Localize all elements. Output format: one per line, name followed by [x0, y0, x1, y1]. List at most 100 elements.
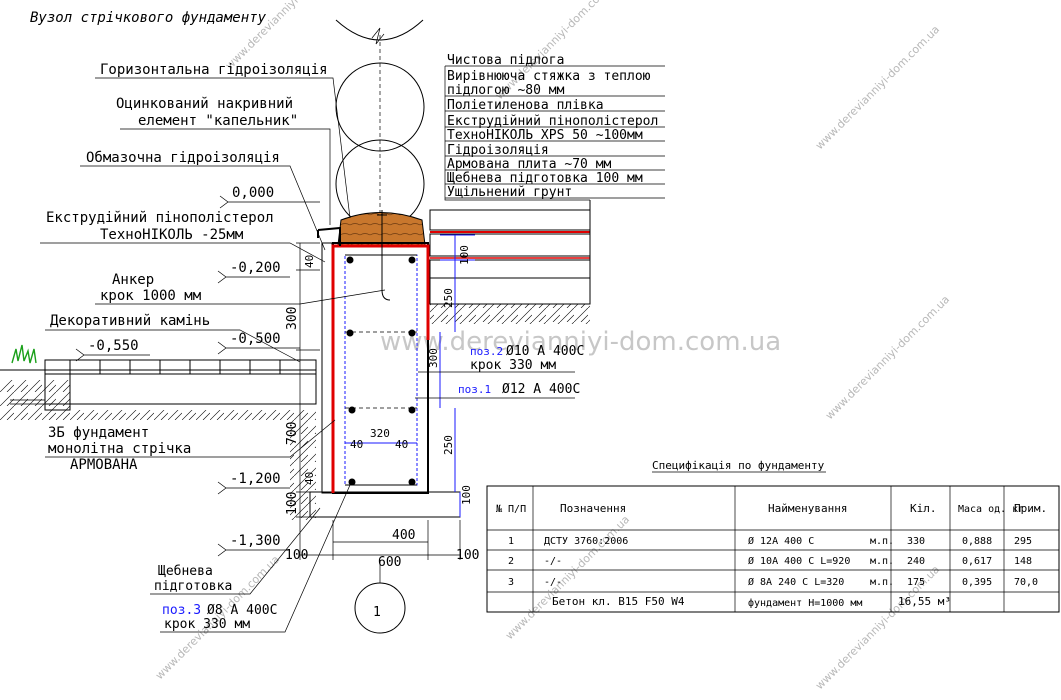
drawing-title: Вузол стрічкового фундаменту: [30, 10, 267, 26]
table-row: 3 -/- Ø 8А 240 С L=320 м.п. 175 0,395 70…: [508, 576, 1038, 588]
node-number: 1: [373, 605, 381, 620]
spec-cell: Бетон кл. В15 F50 W4: [552, 595, 685, 608]
spec-header-cell: Найменування: [768, 502, 847, 515]
floor-layer: Чистова підлога: [447, 53, 564, 68]
pos2-label: Ø10 А 400С: [506, 344, 584, 359]
spec-cell: Ø 10А 400 С L=920: [748, 555, 850, 567]
callout-coating: Обмазочна гідроізоляція: [86, 150, 280, 166]
pos1-label: Ø12 А 400С: [502, 382, 580, 397]
spec-cell: Ø 12А 400 С: [748, 535, 814, 547]
spec-cell: 0,888: [962, 536, 992, 547]
spec-cell: -/-: [544, 577, 562, 588]
level-mark: -0,500: [230, 331, 281, 347]
watermark-text: www.derevianniyi-dom.com.ua: [813, 23, 942, 152]
dim-label: 100: [458, 245, 471, 265]
dim-label: 40: [303, 255, 316, 268]
rebar-callouts: поз.2 Ø10 А 400С крок 330 мм поз.1 Ø12 А…: [415, 344, 584, 399]
spec-cell: Ø 8А 240 С L=320: [748, 576, 844, 588]
callout-horizontal-waterproofing: Горизонтальна гідроізоляція: [100, 62, 328, 78]
level-marks: 0,000 -0,200 -0,500 -0,550 -1,200 -1,300: [75, 185, 320, 557]
spec-cell: 3: [508, 577, 514, 588]
callout-anchor: крок 1000 мм: [100, 288, 202, 304]
spec-title: Специфікація по фундаменту: [652, 459, 825, 472]
floor-layer: ТехноНІКОЛЬ XPS 50 ~100мм: [447, 128, 643, 143]
spec-cell: фундамент Н=1000 мм: [748, 597, 862, 609]
spec-header-cell: Кіл.: [910, 502, 937, 515]
spec-cell: 240: [907, 556, 925, 567]
callout-drip: Оцинкований накривний: [116, 96, 293, 112]
node-marker: 1: [354, 560, 406, 634]
watermark-large: www.derevianniyi-dom.com.ua: [380, 327, 781, 357]
floor-layer: підлогою ~80 мм: [447, 83, 565, 98]
dim-label: 40: [303, 472, 316, 485]
dim-label: 100: [456, 548, 479, 563]
level-mark: -1,200: [230, 471, 281, 487]
level-mark: -0,550: [88, 338, 139, 354]
spec-cell: 148: [1014, 556, 1032, 567]
dimensions-left: 40 300 700 40 100: [285, 242, 320, 520]
dimensions-bottom: 320 40 40 400 100 600 100: [285, 427, 479, 570]
floor-layers-list: Чистова підлога Вирівнююча стяжка з тепл…: [447, 53, 658, 200]
foundation-strip: [309, 210, 461, 518]
level-mark: -0,200: [230, 260, 281, 276]
dim-label: 250: [442, 435, 455, 455]
dim-label: 700: [285, 422, 300, 445]
spec-cell: 295: [1014, 536, 1032, 547]
floor-layer: Ущільнений грунт: [447, 185, 572, 200]
table-row: 2 -/- Ø 10А 400 С L=920 м.п. 240 0,617 1…: [508, 555, 1032, 567]
floor-layer: Гідроізоляція: [447, 143, 549, 158]
callout-drip: елемент "капельник": [138, 113, 298, 129]
spec-cell: 2: [508, 556, 514, 567]
dim-label: 600: [378, 555, 401, 570]
callout-foundation: АРМОВАНА: [70, 457, 138, 473]
dim-label: 300: [285, 307, 300, 330]
callout-xps: ТехноНІКОЛЬ -25мм: [100, 227, 244, 243]
callout-foundation: монолітна стрічка: [48, 441, 191, 457]
spec-header-cell: Позначення: [560, 502, 626, 515]
spec-cell: 0,617: [962, 556, 992, 567]
floor-layer: Поліетиленова плівка: [447, 98, 604, 113]
spec-cell: 330: [907, 536, 925, 547]
left-callouts: Горизонтальна гідроізоляція Оцинкований …: [40, 62, 386, 633]
spec-cell: 1: [508, 536, 514, 547]
floor-layer: Екструдійний пінополістерол: [447, 114, 658, 129]
pos2-step: крок 330 мм: [470, 358, 556, 373]
floor-layer: Щебнева підготовка 100 мм: [447, 171, 643, 186]
callout-anchor: Анкер: [112, 272, 154, 288]
callout-gravel: Щебнева: [158, 564, 213, 579]
floor-buildup: [429, 65, 665, 324]
dim-label: 250: [442, 288, 455, 308]
dim-label: 300: [427, 348, 440, 368]
spec-header-cell: Прим.: [1014, 502, 1047, 515]
table-row: 1 ДСТУ 3760:2006 Ø 12А 400 С м.п. 330 0,…: [508, 535, 1032, 547]
watermark-text: www.derevianniyi-dom.com.ua: [823, 293, 952, 422]
callout-xps: Екструдійний пінополістерол: [46, 210, 274, 226]
spec-cell: м.п.: [870, 577, 894, 588]
spec-cell: 16,55 м³: [898, 595, 951, 608]
spec-header-cell: Маса од. кг: [958, 504, 1024, 515]
dim-label: 40: [350, 438, 363, 451]
watermark-text: www.derevianniyi-dom.com.ua: [503, 513, 632, 642]
spec-cell: 175: [907, 577, 925, 588]
callout-pos3-step: крок 330 мм: [164, 617, 250, 632]
ground-left: [0, 344, 317, 520]
dim-label: 100: [460, 485, 473, 505]
callout-pos3-tag: поз.3: [162, 603, 201, 618]
spec-cell: 70,0: [1014, 577, 1038, 588]
floor-layer: Армована плита ~70 мм: [447, 157, 612, 172]
spec-cell: ДСТУ 3760:2006: [544, 536, 628, 547]
floor-layer: Вирівнююча стяжка з теплою: [447, 69, 651, 84]
dim-label: 40: [395, 438, 408, 451]
callout-decorative-stone: Декоративний камінь: [50, 313, 210, 329]
dim-label: 100: [285, 548, 308, 563]
spec-header-cell: № П/П: [496, 504, 526, 515]
spec-cell: 0,395: [962, 577, 992, 588]
callout-gravel: підготовка: [154, 579, 232, 594]
dim-label: 100: [285, 492, 300, 515]
dim-label: 400: [392, 528, 415, 543]
spec-cell: м.п.: [870, 536, 894, 547]
table-row: Бетон кл. В15 F50 W4 фундамент Н=1000 мм…: [552, 595, 951, 609]
callout-pos3: Ø8 А 400С: [207, 603, 277, 618]
pos2-tag: поз.2: [470, 345, 503, 358]
